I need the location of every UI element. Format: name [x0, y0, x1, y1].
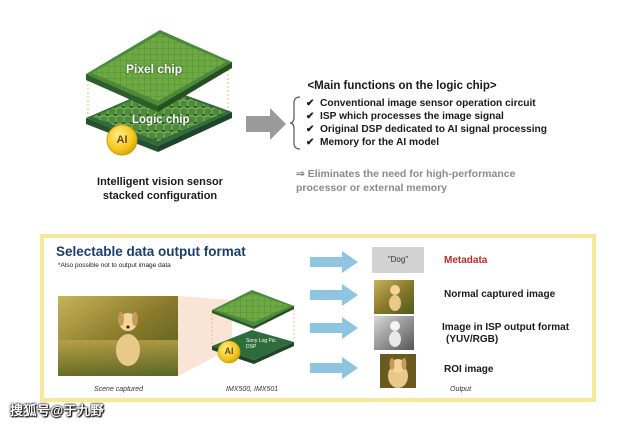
scene-photo	[58, 296, 178, 376]
function-text: Conventional image sensor operation circ…	[320, 98, 536, 109]
panel-ai-label: AI	[224, 346, 234, 356]
check-icon: ✔	[306, 137, 315, 148]
note-line-1: ⇒ Eliminates the need for high-performan…	[296, 168, 516, 180]
isp-line-2: (YUV/RGB)	[446, 334, 499, 345]
roi-thumb	[380, 354, 416, 388]
list-item: ✔ Original DSP dedicated to AI signal pro…	[306, 123, 547, 136]
pixel-chip-label: Pixel chip	[126, 62, 183, 76]
functions-title: <Main functions on the logic chip>	[307, 80, 497, 92]
function-text: Memory for the AI model	[320, 137, 440, 148]
check-icon: ✔	[306, 124, 315, 135]
arrow-metadata-icon	[310, 251, 358, 273]
brace-icon	[290, 96, 301, 150]
arrow-roi-icon	[310, 357, 358, 379]
chip-caption: IMX500, IMX501	[226, 386, 279, 393]
isp-line-1: Image in ISP output format	[442, 322, 570, 333]
output-label-normal: Normal captured image	[444, 289, 556, 300]
isp-thumb	[374, 316, 414, 350]
list-item: ✔ ISP which processes the image signal	[306, 110, 547, 123]
output-arrows	[310, 251, 358, 379]
output-caption: Output	[450, 386, 472, 393]
check-icon: ✔	[306, 111, 315, 122]
sensor-chip	[211, 290, 295, 364]
panel-subtitle: *Also possible not to output image data	[58, 262, 171, 269]
scene-caption: Scene captured	[94, 386, 144, 393]
logic-chip-label: Logic chip	[132, 114, 190, 126]
list-item: ✔ Memory for the AI model	[306, 136, 547, 149]
watermark: 搜狐号@于九野	[10, 403, 105, 418]
ai-badge-icon	[217, 340, 241, 364]
stacked-sensor-diagram	[86, 30, 286, 156]
chip-text: Sony Log Pix. DSP	[246, 338, 277, 350]
panel-title: Selectable data output format	[56, 244, 246, 259]
pixel-chip	[86, 30, 232, 112]
right-arrow-icon	[246, 108, 286, 140]
projection-cone	[178, 296, 232, 376]
note-line-2: processor or external memory	[296, 182, 448, 194]
function-text: ISP which processes the image signal	[320, 111, 504, 122]
output-label-isp: Image in ISP output format (YUV/RGB)	[442, 322, 569, 346]
output-label-metadata: Metadata	[444, 255, 488, 266]
function-text: Original DSP dedicated to AI signal proc…	[320, 124, 548, 135]
ai-badge-icon	[106, 124, 138, 156]
caption-line-1: Intelligent vision sensor	[97, 176, 223, 188]
arrow-normal-icon	[310, 284, 358, 306]
benefit-note: ⇒ Eliminates the need for high-performan…	[296, 167, 576, 195]
dog-tag: "Dog"	[387, 255, 409, 264]
functions-list: ✔ Conventional image sensor operation cir…	[306, 97, 547, 149]
metadata-box	[372, 247, 424, 273]
normal-thumb	[374, 280, 414, 314]
output-label-roi: ROI image	[444, 364, 494, 375]
check-icon: ✔	[306, 98, 315, 109]
stacked-config-caption: Intelligent vision sensor stacked config…	[60, 175, 260, 203]
caption-line-2: stacked configuration	[102, 190, 218, 202]
ai-badge-label: AI	[116, 134, 128, 146]
list-item: ✔ Conventional image sensor operation cir…	[306, 97, 547, 110]
arrow-isp-icon	[310, 317, 358, 339]
